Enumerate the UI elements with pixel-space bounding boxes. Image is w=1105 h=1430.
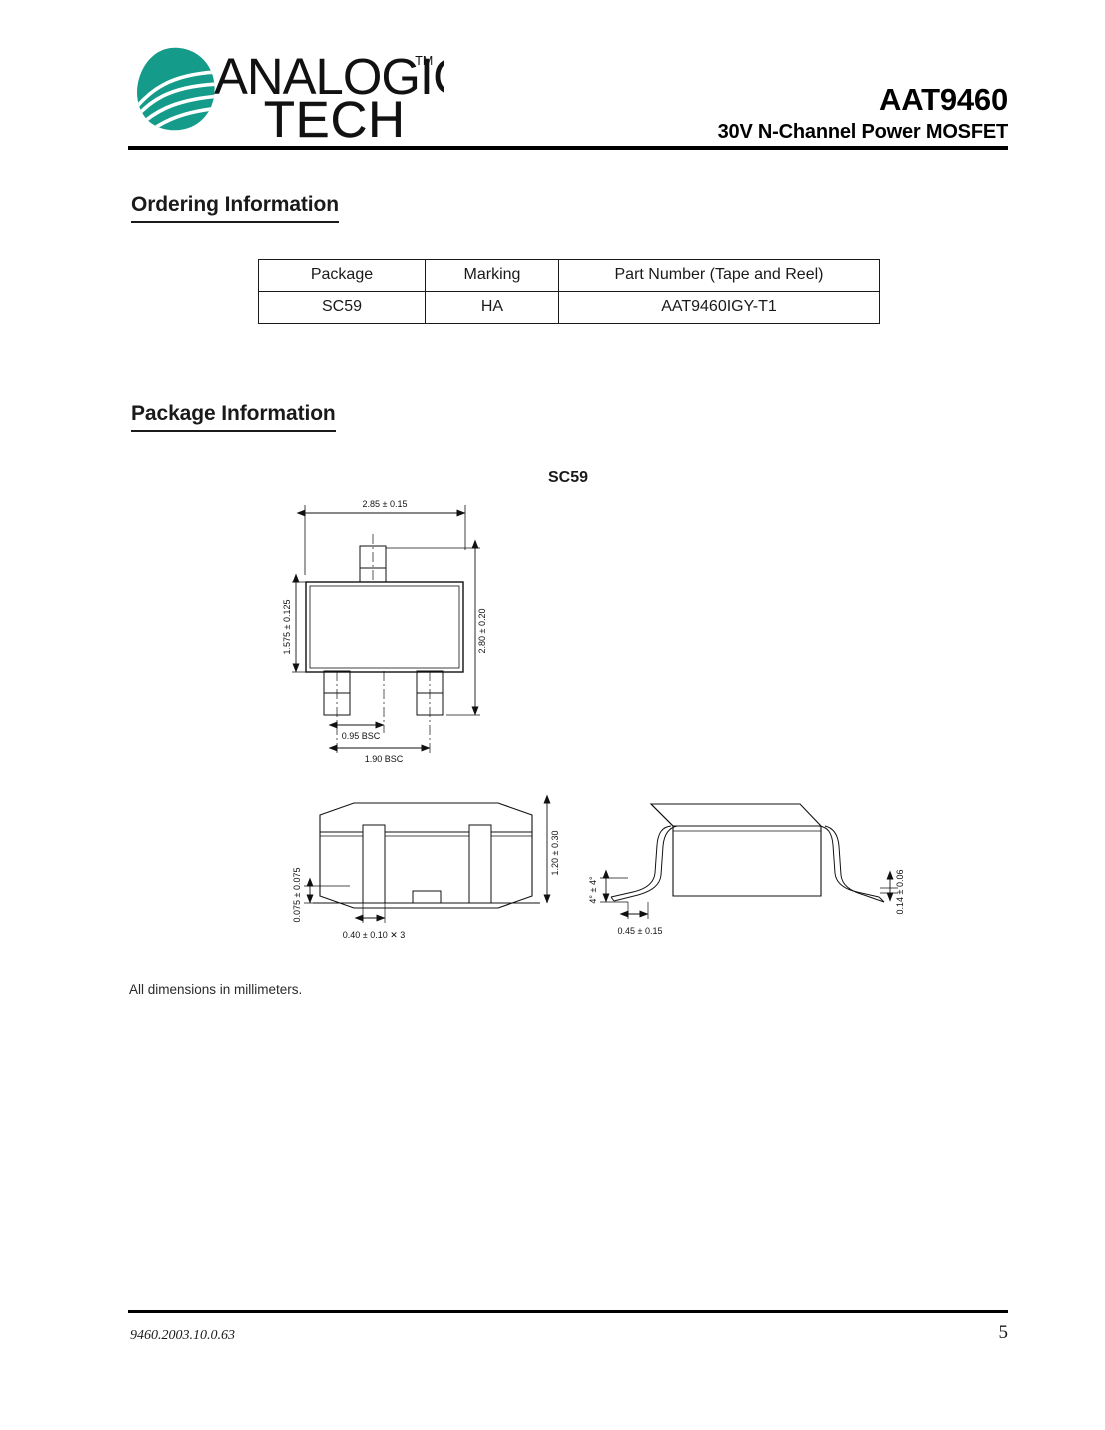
package-name-label: SC59 — [548, 469, 589, 486]
svg-text:ANALOGIC: ANALOGIC — [214, 48, 444, 105]
cell-part-number: AAT9460IGY-T1 — [558, 291, 880, 324]
part-number-title: AAT9460 — [879, 82, 1008, 117]
header-cell-marking: Marking — [425, 259, 559, 292]
table-header-row: Package Marking Part Number (Tape and Re… — [258, 259, 880, 292]
svg-text:0.40 ± 0.10 ✕ 3: 0.40 ± 0.10 ✕ 3 — [343, 930, 406, 940]
cell-package: SC59 — [258, 291, 426, 324]
page-header: ANALOGIC TM TECH AAT9460 30V N-Channel P… — [128, 40, 1008, 145]
table-row: SC59 HA AAT9460IGY-T1 — [258, 291, 880, 324]
svg-text:0.075 ± 0.075: 0.075 ± 0.075 — [292, 868, 302, 923]
svg-text:0.45 ± 0.15: 0.45 ± 0.15 — [618, 926, 663, 936]
header-cell-package: Package — [258, 259, 426, 292]
analogic-tech-wordmark: ANALOGIC TM TECH — [214, 48, 444, 142]
side-view-group: 4° ± 4° 0.45 ± 0.15 0.14 ± 0.06 — [588, 803, 905, 936]
svg-text:0.14 ± 0.06: 0.14 ± 0.06 — [895, 870, 905, 915]
svg-text:2.85 ± 0.15: 2.85 ± 0.15 — [363, 499, 408, 509]
part-subtitle: 30V N-Channel Power MOSFET — [717, 121, 1009, 143]
top-view-group: 2.85 ± 0.15 — [282, 499, 487, 764]
ordering-information-table: Package Marking Part Number (Tape and Re… — [258, 259, 880, 324]
svg-text:1.20 ± 0.30: 1.20 ± 0.30 — [550, 831, 560, 876]
package-drawing-area: SC59 2.85 ± 0.15 — [128, 455, 1008, 965]
package-outline-drawing: 2.85 ± 0.15 — [282, 499, 905, 940]
dimensions-note: All dimensions in millimeters. — [129, 982, 303, 997]
svg-text:4° ± 4°: 4° ± 4° — [588, 876, 598, 904]
header-titles: AAT9460 30V N-Channel Power MOSFET — [388, 82, 1009, 145]
front-view-group: 1.20 ± 0.30 0.075 ± 0.075 0.40 ± 0.10 ✕ … — [292, 794, 560, 940]
svg-text:TECH: TECH — [264, 91, 406, 142]
svg-text:1.90 BSC: 1.90 BSC — [365, 754, 404, 764]
svg-text:1.575 ± 0.125: 1.575 ± 0.125 — [282, 600, 292, 655]
ordering-information-heading: Ordering Information — [131, 193, 339, 223]
svg-text:0.95 BSC: 0.95 BSC — [342, 731, 381, 741]
header-divider — [128, 146, 1008, 150]
company-logo: ANALOGIC TM TECH — [128, 40, 444, 145]
svg-text:2.80 ± 0.20: 2.80 ± 0.20 — [477, 609, 487, 654]
page-number: 5 — [998, 1322, 1009, 1343]
package-information-heading: Package Information — [131, 402, 336, 432]
svg-text:TM: TM — [415, 54, 433, 68]
header-cell-part-number: Part Number (Tape and Reel) — [558, 259, 880, 292]
footer-divider — [128, 1310, 1008, 1313]
document-id: 9460.2003.10.0.63 — [130, 1328, 235, 1343]
analogic-tech-logo-mark — [137, 47, 215, 131]
cell-marking: HA — [425, 291, 559, 324]
